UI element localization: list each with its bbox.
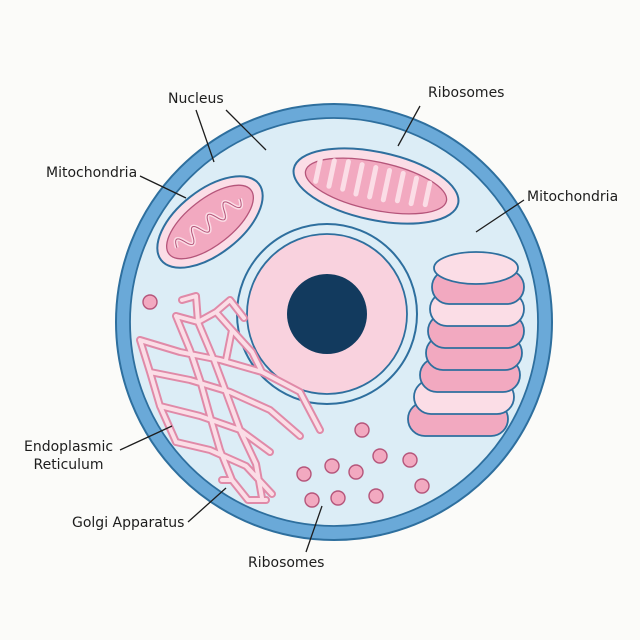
ribosome-dots [142,294,430,508]
label-ribosomes-top: Ribosomes [428,85,505,101]
organelle-stack [407,251,525,437]
nucleolus [287,274,367,354]
label-er-line1: Endoplasmic [24,439,114,455]
label-mitochondria-right: Mitochondria [527,189,619,205]
leader-lines [119,105,525,553]
label-er-line2: Reticulum [33,457,104,473]
label-endoplasmic-reticulum: Endoplasmic Reticulum [24,438,113,474]
endoplasmic-reticulum [136,292,324,504]
mitochondrion-left [156,175,264,269]
label-mitochondria-left: Mitochondria [46,165,138,181]
label-nucleus: Nucleus [168,91,224,107]
label-ribosomes-bottom: Ribosomes [248,555,325,571]
mitochondrion-top [292,147,460,225]
label-golgi-apparatus: Golgi Apparatus [72,515,185,531]
